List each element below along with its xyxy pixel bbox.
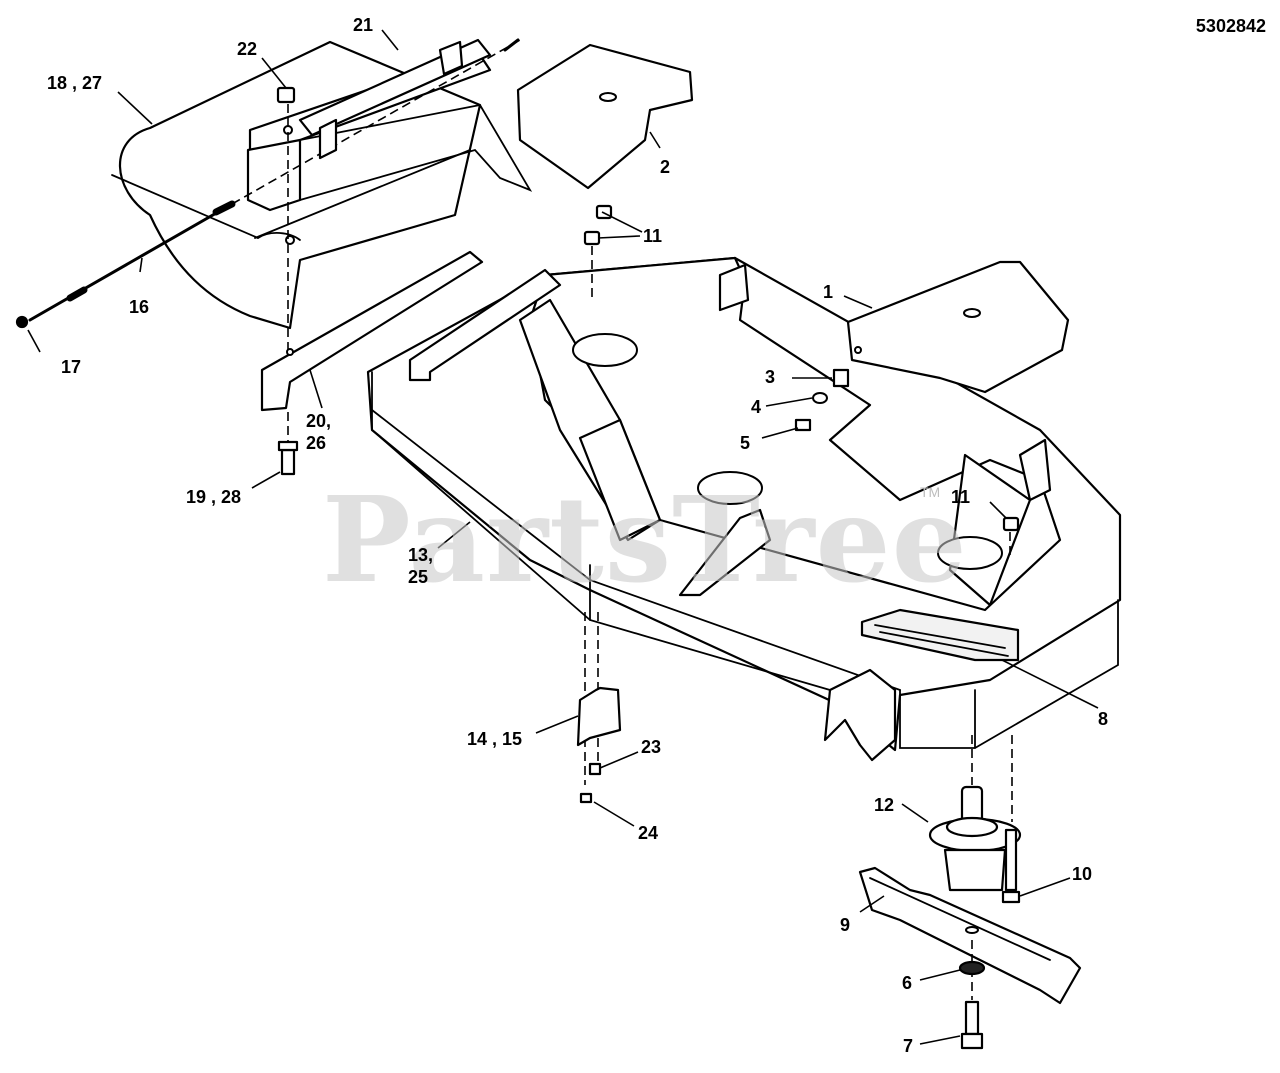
callout-18-27: 18 , 27 (47, 73, 103, 93)
callout-13-25: 13, 25 (408, 545, 434, 587)
callout-23: 23 (641, 737, 662, 757)
callout-17: 17 (61, 357, 82, 377)
callout-3: 3 (765, 367, 776, 387)
callout-24: 24 (638, 823, 659, 843)
chute-hinge-rod (15, 38, 521, 329)
mower-blade (858, 866, 1082, 1005)
watermark-tm: TM (920, 484, 941, 500)
callout-2: 2 (660, 157, 671, 177)
callout-20-26: 20, 26 (306, 411, 332, 453)
bolt-19 (277, 440, 299, 476)
callout-11-top: 11 (643, 226, 663, 246)
callout-7: 7 (903, 1036, 914, 1056)
diagram-id: 5302842 (1195, 16, 1266, 36)
callout-22: 22 (237, 39, 258, 59)
callout-9: 9 (840, 915, 851, 935)
callout-12: 12 (874, 795, 895, 815)
washer-bolt (958, 940, 986, 1050)
gauge-wheel-bracket (576, 612, 622, 804)
callout-19-28: 19 , 28 (186, 487, 242, 507)
spindle-assembly (928, 735, 1022, 892)
pulley-cover-2 (516, 43, 694, 190)
callout-16: 16 (129, 297, 150, 317)
callout-6: 6 (902, 973, 913, 993)
hardware-3-4-5 (794, 368, 850, 432)
nuts-11 (583, 204, 1020, 560)
discharge-chute (111, 40, 533, 330)
callout-1: 1 (823, 282, 834, 302)
callout-5: 5 (740, 433, 751, 453)
leader-lines (27, 29, 1099, 1045)
pulley-cover-1 (846, 260, 1070, 394)
callout-21: 21 (353, 15, 374, 35)
callout-8: 8 (1098, 709, 1109, 729)
bolt-10 (1001, 828, 1021, 904)
callout-10: 10 (1072, 864, 1093, 884)
mower-deck (366, 256, 1122, 762)
callout-14-15: 14 , 15 (467, 729, 523, 749)
callout-11-right: 11 (951, 487, 971, 507)
callout-4: 4 (751, 397, 762, 417)
watermark: PartsTree (322, 470, 968, 609)
